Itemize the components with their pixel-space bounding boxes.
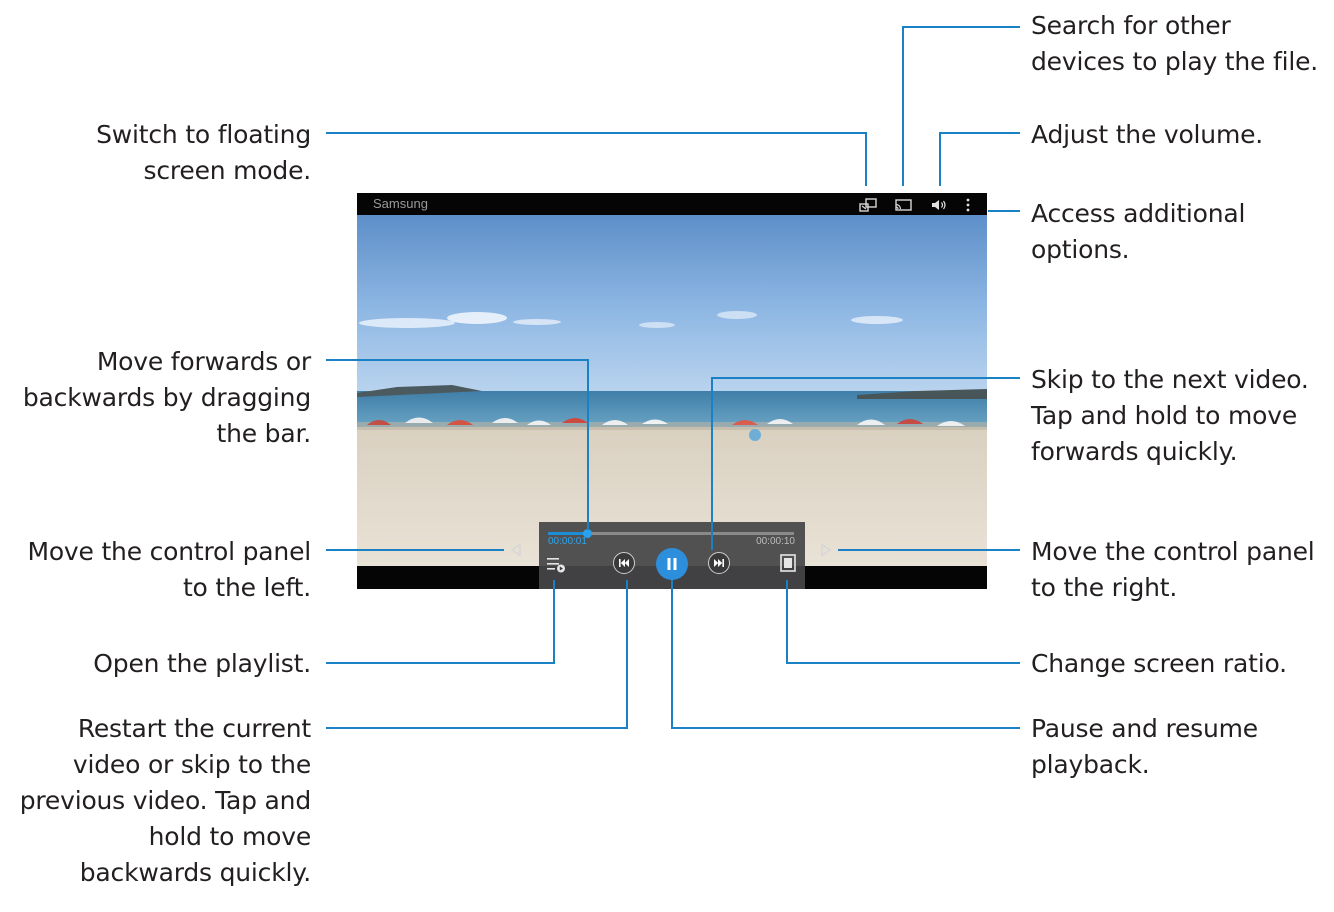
video-frame-beach [357,215,987,566]
callout-line: Open the playlist. [93,649,311,678]
callout-options: Access additional options. [1031,196,1245,268]
arrow-right-icon[interactable] [820,543,832,557]
pause-button[interactable] [656,548,688,580]
previous-button[interactable] [613,552,635,574]
control-panel[interactable]: 00:00:01 00:00:10 [539,522,805,589]
callout-previous: Restart the current video or skip to the… [20,711,311,891]
callout-move-right: Move the control panel to the right. [1031,534,1315,606]
callout-line: forwards quickly. [1031,437,1238,466]
callout-line: previous video. Tap and [19,786,311,815]
leader-search-devices [902,26,1020,186]
callout-floating-mode: Switch to floating screen mode. [96,117,311,189]
speaker-icon[interactable] [928,196,950,213]
callout-screen-ratio: Change screen ratio. [1031,646,1287,682]
leader-floating [326,132,867,186]
progress-thumb[interactable] [583,529,593,538]
callout-move-left: Move the control panel to the left. [27,534,311,606]
player-top-bar: Samsung [357,193,987,215]
callout-line: to the left. [182,573,311,602]
callout-next: Skip to the next video. Tap and hold to … [1031,362,1309,470]
callout-line: Move forwards or [96,347,311,376]
callout-line: Change screen ratio. [1031,649,1287,678]
callout-line: options. [1031,235,1130,264]
picture-in-picture-icon[interactable] [857,196,879,213]
pause-icon [667,558,677,570]
progress-fill [548,532,588,535]
callout-line: backwards by dragging [22,383,311,412]
callout-line: Access additional [1031,199,1246,228]
leader-playlist [326,580,555,664]
next-button[interactable] [708,552,730,574]
arrow-left-icon[interactable] [510,543,522,557]
callout-line: hold to move [148,822,312,851]
video-player[interactable]: Samsung 00:00:01 00:00:1 [357,193,987,589]
callout-line: Tap and hold to move [1031,401,1298,430]
callout-line: video or skip to the [72,750,311,779]
callout-playlist: Open the playlist. [93,646,311,682]
video-title: Samsung [373,196,428,211]
callout-line: to the right. [1031,573,1178,602]
playlist-icon[interactable] [546,555,566,573]
callout-line: Restart the current [77,714,311,743]
leader-volume [939,132,1020,186]
leader-ratio [786,580,1020,664]
callout-line: backwards quickly. [79,858,311,887]
skip-next-icon [714,559,724,567]
callout-line: Adjust the volume. [1031,120,1264,149]
callout-line: the bar. [216,419,312,448]
total-time: 00:00:10 [756,536,795,547]
callout-search-devices: Search for other devices to play the fil… [1031,8,1318,80]
callout-seek-bar: Move forwards or backwards by dragging t… [23,344,311,452]
more-vert-icon[interactable] [957,196,979,213]
callout-line: Pause and resume [1031,714,1258,743]
callout-line: devices to play the file. [1031,47,1319,76]
elapsed-time: 00:00:01 [548,536,587,547]
screen-ratio-icon[interactable] [779,553,797,573]
skip-previous-icon [619,559,629,567]
leader-pause [671,580,1020,729]
callout-pause: Pause and resume playback. [1031,711,1258,783]
cast-icon[interactable] [892,196,914,213]
callout-line: Search for other [1031,11,1231,40]
callout-line: Skip to the next video. [1031,365,1309,394]
leader-previous [326,580,628,729]
callout-line: Move the control panel [1031,537,1315,566]
callout-line: Switch to floating [96,120,311,149]
callout-volume: Adjust the volume. [1031,117,1263,153]
callout-line: Move the control panel [27,537,311,566]
callout-line: screen mode. [143,156,312,185]
progress-bar[interactable] [548,529,794,538]
callout-line: playback. [1031,750,1150,779]
